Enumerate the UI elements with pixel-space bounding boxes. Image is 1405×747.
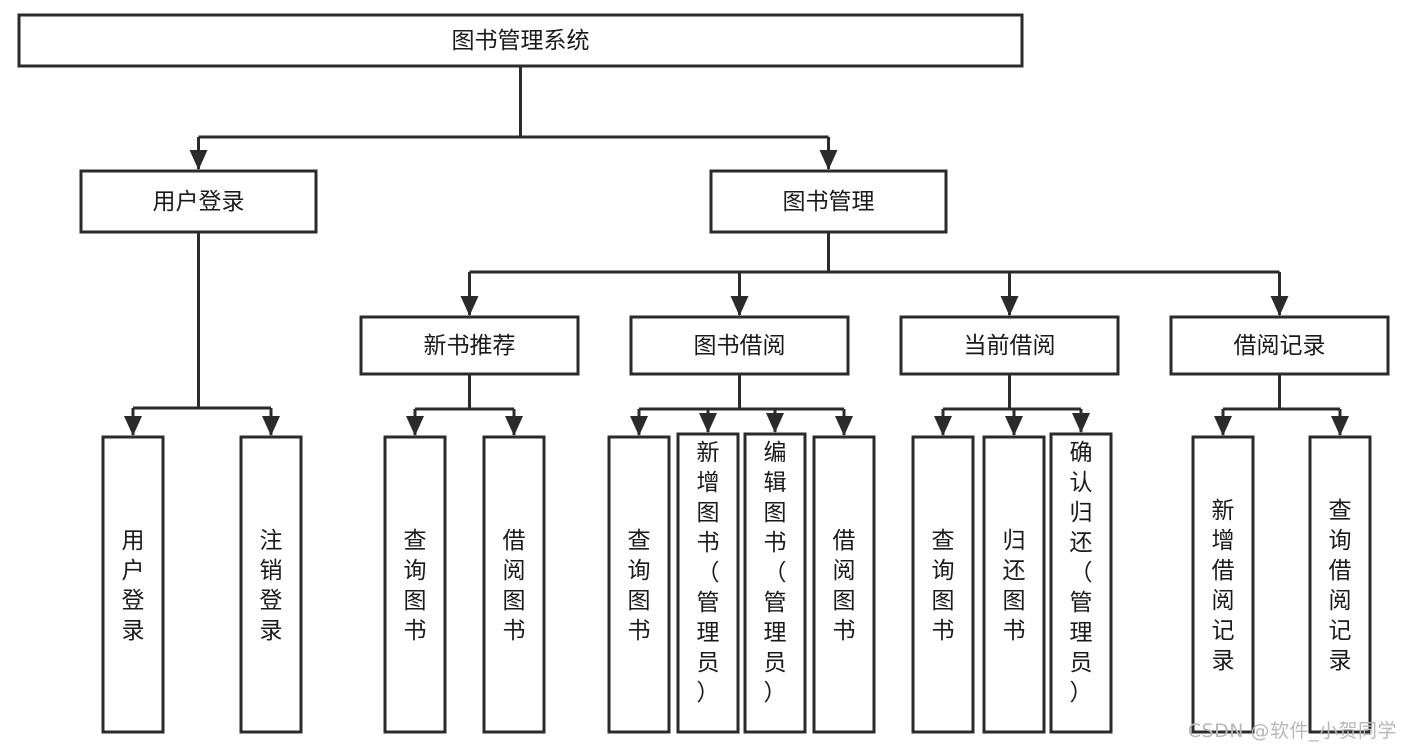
arrow-head-icon bbox=[262, 416, 280, 436]
arrow-head-icon bbox=[189, 150, 208, 170]
node-book-borrow-label: 图书借阅 bbox=[694, 333, 786, 359]
node-leaf-borrow-book-2[interactable]: 借阅图书 bbox=[812, 435, 876, 734]
arrow-head-icon bbox=[819, 150, 838, 170]
node-book-manage-box[interactable] bbox=[709, 169, 948, 234]
arrow-head-icon bbox=[1214, 416, 1232, 436]
node-borrow-record-label: 借阅记录 bbox=[1234, 333, 1326, 359]
arrow-head-icon bbox=[766, 413, 784, 433]
node-leaf-borrow-book-2-label: 借阅图书 bbox=[833, 528, 856, 644]
arrow-head-icon bbox=[124, 416, 142, 436]
arrow-head-icon bbox=[730, 296, 749, 316]
node-leaf-query-book-1-box[interactable] bbox=[383, 435, 447, 734]
node-root-root[interactable]: 图书管理系统 bbox=[17, 13, 1024, 68]
node-leaf-confirm-return-box[interactable] bbox=[1049, 432, 1113, 734]
node-leaf-user-login[interactable]: 用户登录 bbox=[101, 435, 165, 734]
node-leaf-query-book-3[interactable]: 查询图书 bbox=[911, 435, 975, 734]
node-leaf-edit-book-box[interactable] bbox=[743, 432, 807, 734]
arrow-head-icon bbox=[630, 416, 648, 436]
node-leaf-edit-book-label: 编辑图书（管理员） bbox=[764, 440, 787, 706]
node-current-borrow-label: 当前借阅 bbox=[964, 333, 1056, 359]
node-leaf-add-book-box[interactable] bbox=[676, 432, 740, 734]
node-leaf-confirm-return-label: 确认归还（管理员） bbox=[1070, 440, 1093, 706]
csdn-watermark: CSDN @软件_小贺同学 bbox=[1187, 720, 1397, 742]
node-leaf-query-book-2[interactable]: 查询图书 bbox=[607, 435, 671, 734]
node-book-manage[interactable]: 图书管理 bbox=[709, 169, 948, 234]
arrow-head-icon bbox=[1000, 296, 1019, 316]
node-borrow-record-box[interactable] bbox=[1169, 315, 1390, 376]
node-leaf-return-book-label: 归还图书 bbox=[1003, 528, 1026, 644]
node-book-borrow[interactable]: 图书借阅 bbox=[629, 315, 850, 376]
node-current-borrow-box[interactable] bbox=[899, 315, 1120, 376]
node-borrow-record[interactable]: 借阅记录 bbox=[1169, 315, 1390, 376]
arrow-head-icon bbox=[406, 416, 424, 436]
node-user-login[interactable]: 用户登录 bbox=[79, 169, 318, 234]
node-current-borrow[interactable]: 当前借阅 bbox=[899, 315, 1120, 376]
node-leaf-borrow-book-2-box[interactable] bbox=[812, 435, 876, 734]
arrow-head-icon bbox=[1072, 413, 1090, 433]
node-leaf-query-book-3-label: 查询图书 bbox=[932, 528, 955, 644]
node-leaf-add-record-label: 新增借阅记录 bbox=[1212, 498, 1235, 674]
node-leaf-user-login-box[interactable] bbox=[101, 435, 165, 734]
arrow-head-icon bbox=[835, 416, 853, 436]
node-user-login-label: 用户登录 bbox=[153, 189, 245, 215]
node-leaf-borrow-book-1[interactable]: 借阅图书 bbox=[482, 435, 546, 734]
node-leaf-user-login-label: 用户登录 bbox=[122, 528, 145, 644]
arrow-head-icon bbox=[699, 413, 717, 433]
node-leaf-query-record-box[interactable] bbox=[1308, 435, 1372, 734]
node-leaf-return-book-box[interactable] bbox=[982, 435, 1046, 734]
node-leaf-return-book[interactable]: 归还图书 bbox=[982, 435, 1046, 734]
arrow-head-icon bbox=[505, 416, 523, 436]
node-book-manage-label: 图书管理 bbox=[783, 189, 875, 215]
node-new-book-recommend[interactable]: 新书推荐 bbox=[359, 315, 580, 376]
node-leaf-query-book-2-box[interactable] bbox=[607, 435, 671, 734]
arrow-head-icon bbox=[1331, 416, 1349, 436]
node-root-root-label: 图书管理系统 bbox=[452, 28, 590, 54]
nodes-layer: 图书管理系统用户登录图书管理新书推荐图书借阅当前借阅借阅记录用户登录注销登录查询… bbox=[17, 13, 1390, 734]
node-leaf-query-record[interactable]: 查询借阅记录 bbox=[1308, 435, 1372, 734]
node-book-borrow-box[interactable] bbox=[629, 315, 850, 376]
node-leaf-add-book-label: 新增图书（管理员） bbox=[697, 440, 720, 706]
node-leaf-query-record-label: 查询借阅记录 bbox=[1329, 498, 1352, 674]
node-leaf-logout[interactable]: 注销登录 bbox=[239, 435, 303, 734]
arrow-head-icon bbox=[934, 416, 952, 436]
node-leaf-logout-label: 注销登录 bbox=[260, 528, 283, 644]
node-leaf-logout-box[interactable] bbox=[239, 435, 303, 734]
node-user-login-box[interactable] bbox=[79, 169, 318, 234]
node-leaf-add-record-box[interactable] bbox=[1191, 435, 1255, 734]
node-leaf-query-book-1-label: 查询图书 bbox=[404, 528, 427, 644]
node-leaf-borrow-book-1-box[interactable] bbox=[482, 435, 546, 734]
node-leaf-add-book[interactable]: 新增图书（管理员） bbox=[676, 432, 740, 734]
arrow-head-icon bbox=[1005, 416, 1023, 436]
node-root-root-box[interactable] bbox=[17, 13, 1024, 68]
node-leaf-add-record[interactable]: 新增借阅记录 bbox=[1191, 435, 1255, 734]
node-leaf-edit-book[interactable]: 编辑图书（管理员） bbox=[743, 432, 807, 734]
connectors-layer bbox=[124, 66, 1349, 436]
node-leaf-confirm-return[interactable]: 确认归还（管理员） bbox=[1049, 432, 1113, 734]
arrow-head-icon bbox=[1270, 296, 1289, 316]
node-leaf-query-book-1[interactable]: 查询图书 bbox=[383, 435, 447, 734]
node-new-book-recommend-label: 新书推荐 bbox=[424, 333, 516, 359]
node-new-book-recommend-box[interactable] bbox=[359, 315, 580, 376]
node-leaf-query-book-3-box[interactable] bbox=[911, 435, 975, 734]
node-leaf-query-book-2-label: 查询图书 bbox=[628, 528, 651, 644]
node-leaf-borrow-book-1-label: 借阅图书 bbox=[503, 528, 526, 644]
arrow-head-icon bbox=[460, 296, 479, 316]
